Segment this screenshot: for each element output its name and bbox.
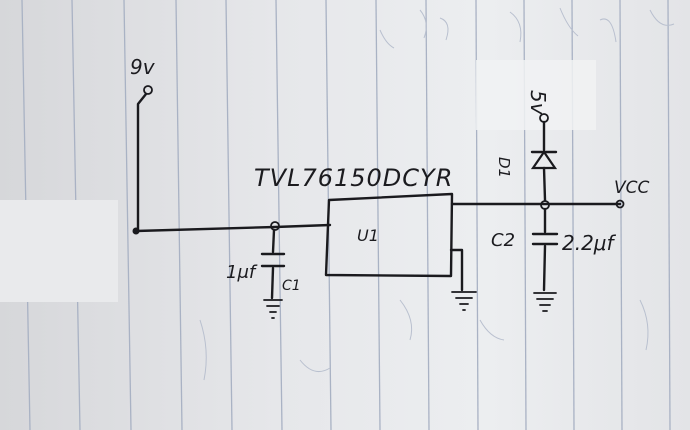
capacitor-c1 [260, 228, 286, 319]
diode-d1 [530, 120, 558, 202]
regulator-ground [449, 248, 477, 311]
bleed-through-marks [199, 7, 675, 381]
regulator-u1-body [324, 192, 454, 278]
capacitor-c2 [531, 207, 559, 312]
c1-ref-label: C1 [282, 278, 301, 294]
c2-value-label: 2.2μf [562, 231, 617, 255]
regulator-ref-label: U1 [357, 226, 379, 245]
c2-ref-label: C2 [491, 230, 515, 251]
v5-label: 5v [526, 90, 550, 116]
vin-terminal [143, 85, 153, 95]
pale-patch-left [0, 200, 118, 302]
regulator-part-label: TVL76150DCYR [254, 164, 453, 192]
vin-wire [136, 92, 148, 233]
vcc-terminal [615, 199, 625, 209]
pale-patch-top [476, 60, 596, 130]
input-rail [134, 223, 332, 233]
c1-value-label: 1μf [226, 262, 258, 283]
vin-label: 9v [130, 55, 156, 79]
diode-ref-label: D1 [495, 157, 513, 178]
vcc-label: VCC [614, 178, 649, 198]
